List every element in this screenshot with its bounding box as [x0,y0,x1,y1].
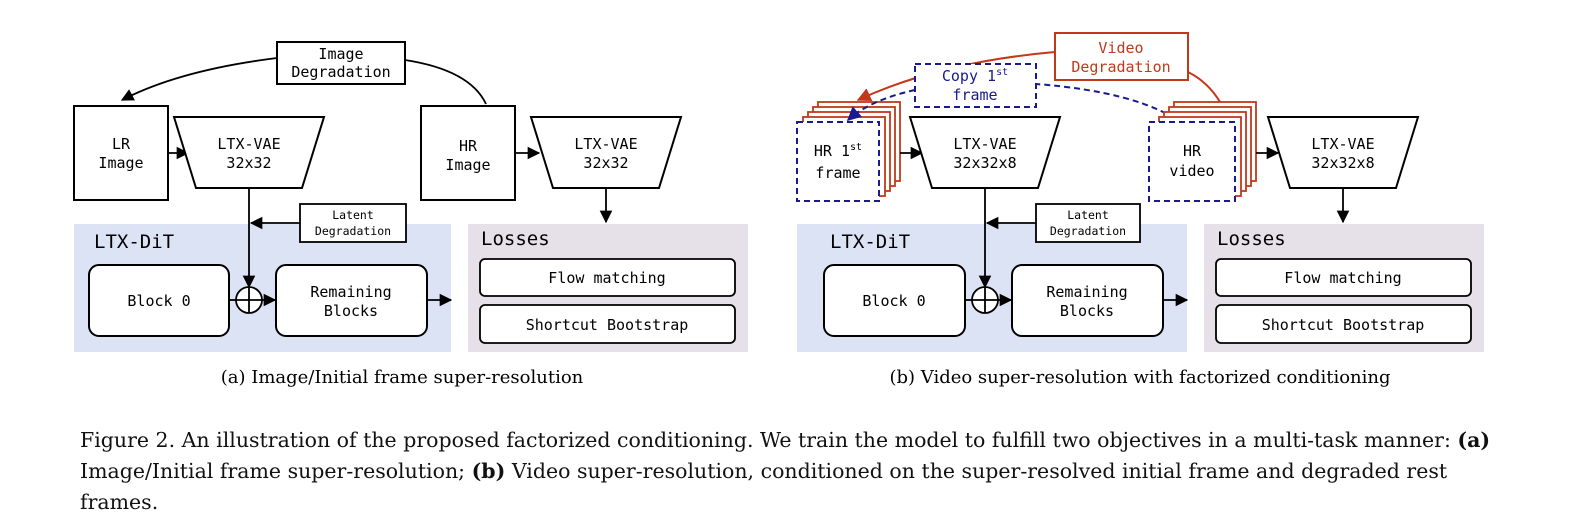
image-degradation-label-2: Degradation [291,63,390,81]
block0-label-b: Block 0 [862,292,925,310]
copy-first-label: Copy 1st [942,67,1008,85]
losses-title-b: Losses [1217,228,1286,250]
ltx-vae-hr-b-label-1: LTX-VAE [1311,135,1374,153]
video-degradation-box [1054,32,1189,81]
ltx-vae-encoder-b [908,116,1062,189]
subcaption-a: (a) Image/Initial frame super-resolution [221,367,584,388]
latent-degradation-label-2: Degradation [315,224,391,238]
hr-video-box [1148,121,1236,202]
ltx-vae-hr-b-label-2: 32x32x8 [1311,154,1374,172]
remaining-label-1-a: Remaining [310,283,391,301]
shortcut-bootstrap-box-a [479,304,736,344]
hr-image-label-1: HR [459,137,478,155]
figure-caption: Figure 2. An illustration of the propose… [80,425,1530,518]
remaining-label-1-b: Remaining [1046,283,1127,301]
latent-degradation-label-1: Latent [332,208,374,222]
latent-degradation-b-label-2: Degradation [1050,224,1126,238]
ltx-vae-encoder-hr-a [529,116,683,189]
caption-prefix: Figure 2. An illustration of the propose… [80,428,1458,452]
hr-video-label-2: video [1169,162,1214,180]
lr-image-label-1: LR [112,135,131,153]
hr-video-to-degradation-curve [1187,71,1221,103]
hr-first-frame-label: HR 1st [814,142,862,160]
degradation-to-lr-arrow [120,57,278,101]
video-degradation-label-1: Video [1098,39,1143,57]
panel-a: Image Degradation LR Image LTX-VAE 32x32… [73,41,748,388]
copy-first-to-frames-arrow [846,89,916,121]
hr-first-frame-label-2: frame [815,164,860,182]
latent-degradation-box [299,203,407,243]
hr-to-degradation-curve [404,59,487,105]
video-degradation-label-2: Degradation [1071,58,1170,76]
latent-degradation-b-label-1: Latent [1067,208,1109,222]
ltx-vae-b-label-1: LTX-VAE [953,135,1016,153]
copy-frame-label: frame [952,86,997,104]
shortcut-bootstrap-label-a: Shortcut Bootstrap [526,316,689,334]
remaining-label-2-a: Blocks [324,302,378,320]
ltx-vae-hr-label-1: LTX-VAE [574,135,637,153]
subcaption-b: (b) Video super-resolution with factoriz… [889,367,1390,388]
ltx-vae-label-1: LTX-VAE [217,135,280,153]
hr-image-box [420,105,516,201]
lr-image-label-2: Image [98,154,143,172]
flow-matching-box-a [479,258,736,297]
hr-image-label-2: Image [445,156,490,174]
ltx-vae-hr-label-2: 32x32 [583,154,628,172]
caption-b-label: (b) [471,459,506,483]
ltx-dit-title-a: LTX-DiT [94,231,174,253]
losses-title-a: Losses [481,228,550,250]
ltx-vae-encoder-a [172,116,326,189]
shortcut-bootstrap-label-b: Shortcut Bootstrap [1262,316,1425,334]
copy-first-frame-box [914,63,1037,108]
ltx-vae-label-2: 32x32 [226,154,271,172]
hr-first-frame-box [796,121,880,202]
lr-image-box [73,105,169,201]
flow-matching-label-a: Flow matching [548,269,665,287]
block0-label-a: Block 0 [127,292,190,310]
remaining-label-2-b: Blocks [1060,302,1114,320]
flow-matching-box-b [1215,258,1472,297]
shortcut-bootstrap-box-b [1215,304,1472,344]
ltx-vae-b-label-2: 32x32x8 [953,154,1016,172]
ltx-vae-encoder-hr-b [1266,116,1420,189]
flow-matching-label-b: Flow matching [1284,269,1401,287]
hr-video-label-1: HR [1183,142,1202,160]
panel-b: Video Degradation HR 1st frame Copy 1st … [796,32,1484,388]
ltx-dit-title-b: LTX-DiT [830,231,910,253]
caption-b-text: Video super-resolution, conditioned on t… [80,459,1448,514]
caption-a-text: Image/Initial frame super-resolution; [80,459,472,483]
image-degradation-label-1: Image [318,45,363,63]
image-degradation-box [276,41,406,85]
caption-a-label: (a) [1457,428,1491,452]
